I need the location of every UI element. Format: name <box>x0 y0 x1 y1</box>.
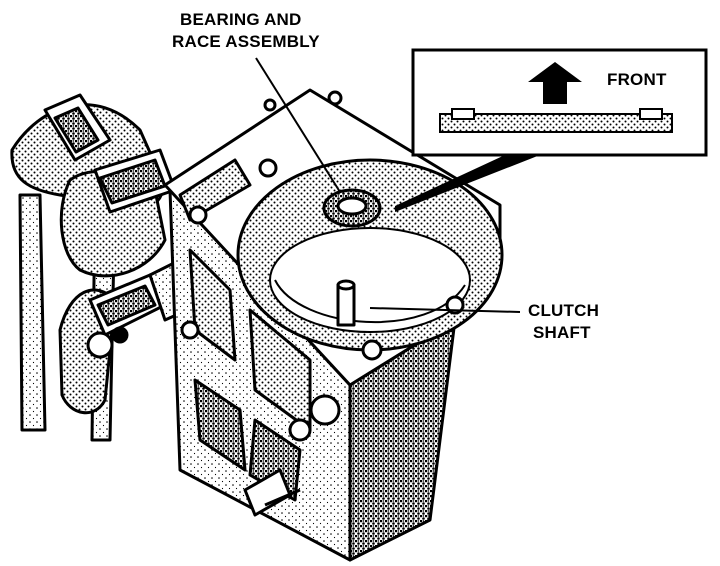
bearing-leader <box>255 57 341 193</box>
label-front: FRONT <box>607 70 667 89</box>
clutch-leader <box>369 307 521 313</box>
transmission-case <box>163 88 504 562</box>
label-clutch-line1: CLUTCH <box>528 301 599 320</box>
label-clutch-line2: SHAFT <box>533 323 591 342</box>
front-orientation-inset <box>395 48 708 212</box>
pointer-wedge <box>395 155 540 212</box>
up-arrow-icon <box>528 62 582 104</box>
leader-lines <box>255 57 521 313</box>
label-bearing-line2: RACE ASSEMBLY <box>172 32 320 51</box>
label-bearing-line1: BEARING AND <box>180 10 302 29</box>
shift-linkage <box>10 93 212 442</box>
